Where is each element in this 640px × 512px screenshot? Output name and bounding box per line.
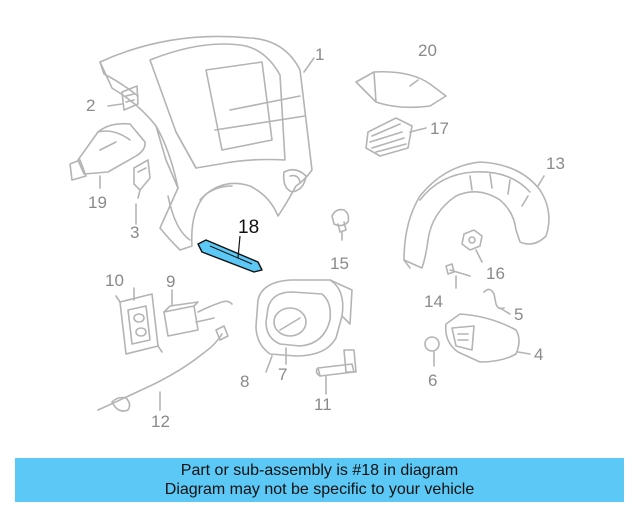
parts-diagram: [69, 35, 550, 412]
callout-15: 15: [330, 254, 349, 273]
vent-grille-icon: [365, 117, 413, 157]
release-cable-icon: [97, 325, 229, 412]
fuel-filler-neck-icon: [69, 122, 146, 181]
bolt-icon: [445, 263, 471, 277]
callout-14: 14: [424, 292, 443, 311]
seal-pad-icon: [355, 70, 447, 109]
callout-2: 2: [86, 96, 96, 115]
leader-lines: [99, 57, 545, 411]
callout-20: 20: [418, 41, 437, 60]
callout-9: 9: [166, 272, 176, 291]
callout-16: 16: [486, 264, 505, 283]
callout-5: 5: [514, 305, 524, 324]
callout-12: 12: [151, 412, 170, 431]
harness-connector-icon: [163, 300, 233, 337]
callout-19: 19: [88, 193, 107, 212]
callout-3: 3: [130, 223, 140, 242]
callout-13: 13: [546, 154, 565, 173]
bracket-plate-icon: [115, 293, 163, 355]
banner-line-2: Diagram may not be specific to your vehi…: [164, 481, 475, 498]
callout-4: 4: [534, 345, 544, 364]
highlighted-part-18-icon: [197, 235, 263, 273]
nut-icon: [461, 229, 483, 251]
fuel-filler-door-icon: [444, 313, 520, 363]
spring-icon: [483, 288, 505, 310]
bumper-pad-icon: [331, 208, 350, 233]
part-info-banner: Part or sub-assembly is #18 in diagram D…: [15, 458, 624, 502]
fender-liner-icon: [403, 161, 550, 269]
callout-8: 8: [240, 372, 250, 391]
callout-17: 17: [430, 119, 449, 138]
fuel-door-housing-icon: [255, 279, 353, 357]
quarter-panel-icon: [99, 35, 313, 251]
callout-7: 7: [278, 365, 288, 384]
bracket-icon: [133, 159, 151, 199]
callout-10: 10: [105, 271, 124, 290]
clip-icon: [121, 85, 139, 111]
callout-1: 1: [315, 45, 325, 64]
washer-icon: [424, 336, 440, 352]
hinge-pin-icon: [315, 349, 357, 377]
callout-6: 6: [428, 371, 438, 390]
callout-11: 11: [314, 395, 332, 414]
banner-line-1: Part or sub-assembly is #18 in diagram: [180, 462, 459, 479]
callout-18: 18: [238, 217, 260, 238]
